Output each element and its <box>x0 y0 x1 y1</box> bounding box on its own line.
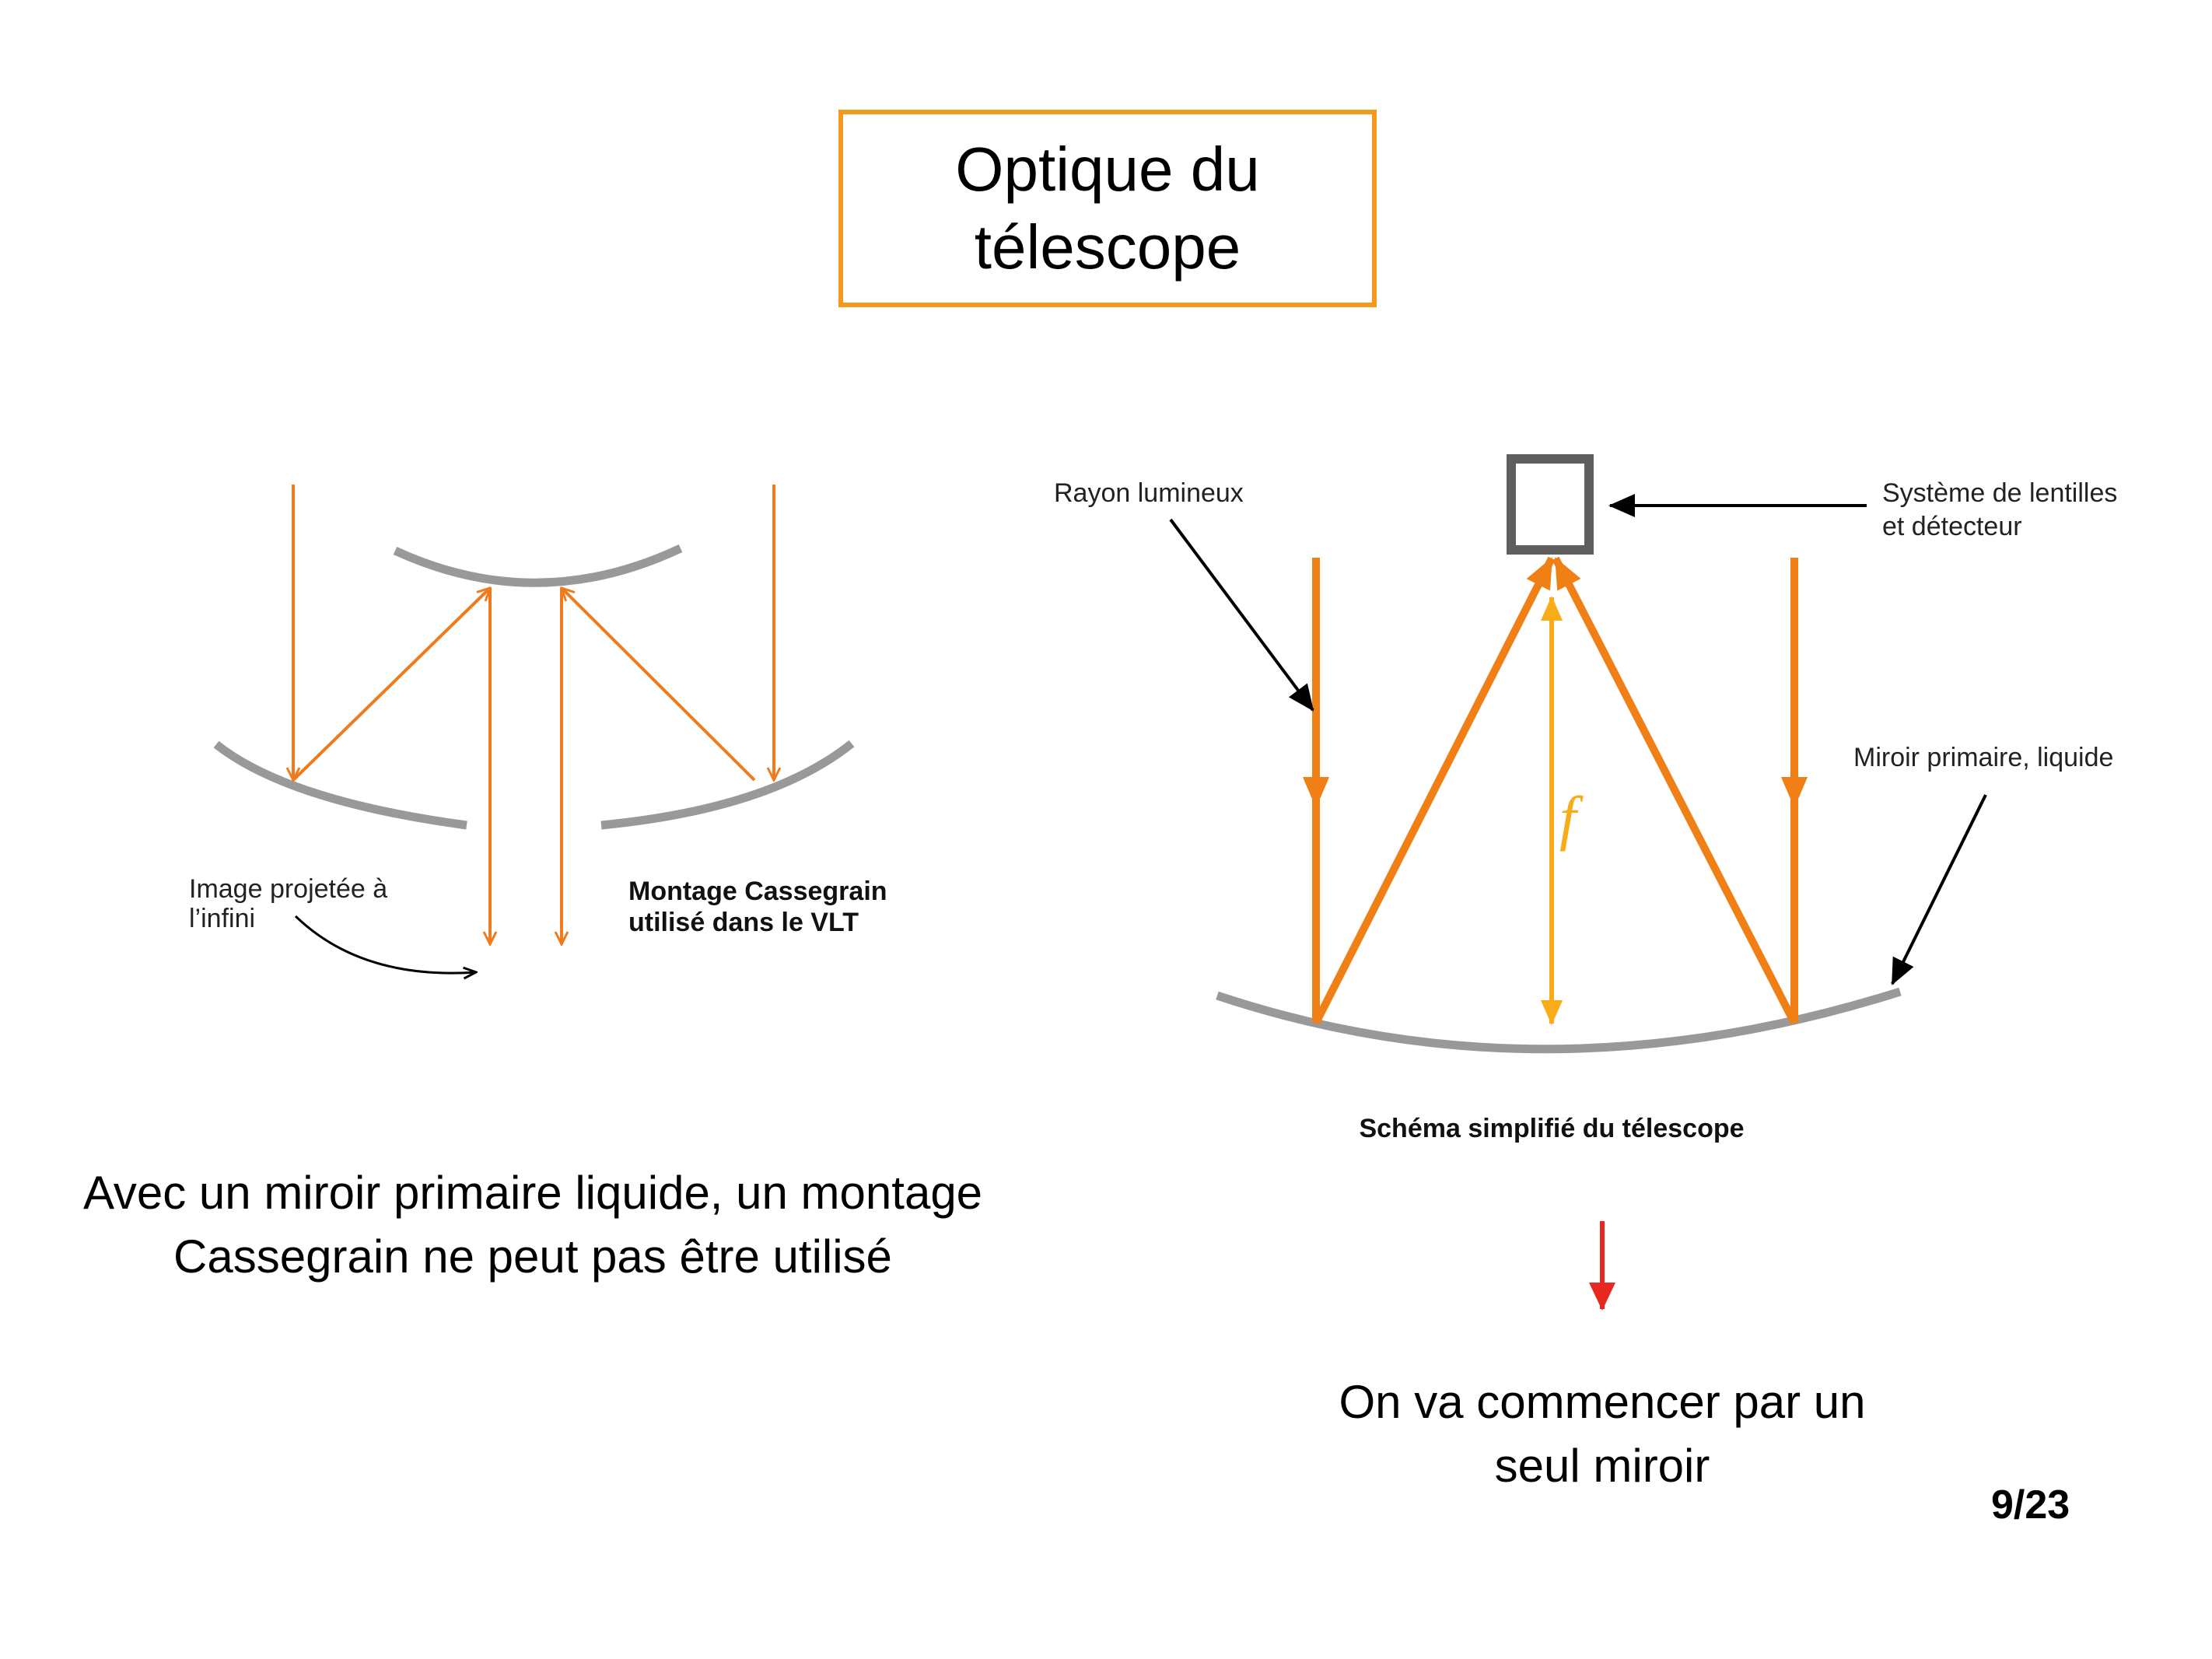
system-label-line-1: Système de lentilles <box>1882 478 2117 508</box>
ray-label: Rayon lumineux <box>1054 478 1244 508</box>
right-explanation-line-1: On va commencer par un <box>1339 1376 1866 1428</box>
page-number: 9/23 <box>1991 1482 2070 1528</box>
ray-left-reflected <box>1312 556 1556 1025</box>
reflected-ray-right <box>562 588 756 782</box>
right-explanation: On va commencer par un seul miroir <box>1229 1370 1976 1498</box>
right-explanation-line-2: seul miroir <box>1494 1440 1710 1492</box>
mirror-label: Miroir primaire, liquide <box>1853 743 2113 772</box>
primary-mirror-right <box>600 740 855 830</box>
mount-label-line-1: Montage Cassegrain <box>628 877 887 906</box>
left-explanation-line-1: Avec un miroir primaire liquide, un mont… <box>82 1167 983 1219</box>
cassegrain-diagram: Image projetée à l’infini Montage Casseg… <box>189 485 887 973</box>
title-box: Optique du télescope <box>838 110 1377 307</box>
left-explanation-line-2: Cassegrain ne peut pas être utilisé <box>173 1230 892 1283</box>
primary-mirror-left <box>213 740 467 830</box>
image-label-line-1: Image projetée à <box>189 874 387 904</box>
simplified-telescope-diagram: f Rayon lumineux Système de lentilles et… <box>1054 454 2117 1143</box>
image-label-line-2: l’infini <box>189 904 255 933</box>
mount-label-line-2: utilisé dans le VLT <box>628 908 859 937</box>
focal-length-symbol: f <box>1559 784 1584 852</box>
ray-right-reflected <box>1552 556 1798 1025</box>
diagram-caption: Schéma simplifié du télescope <box>1359 1114 1744 1143</box>
detector-box <box>1507 454 1594 555</box>
mirror-pointer-arrow <box>1891 794 1987 985</box>
title-line-1: Optique du <box>955 135 1260 204</box>
left-explanation: Avec un miroir primaire liquide, un mont… <box>23 1161 1042 1289</box>
ray-pointer-arrow <box>1169 518 1314 712</box>
reflected-ray-left <box>292 588 490 782</box>
image-pointer-arrow <box>294 915 476 973</box>
title-line-2: télescope <box>974 212 1241 282</box>
system-label-line-2: et détecteur <box>1882 512 2022 541</box>
secondary-mirror <box>393 544 683 587</box>
